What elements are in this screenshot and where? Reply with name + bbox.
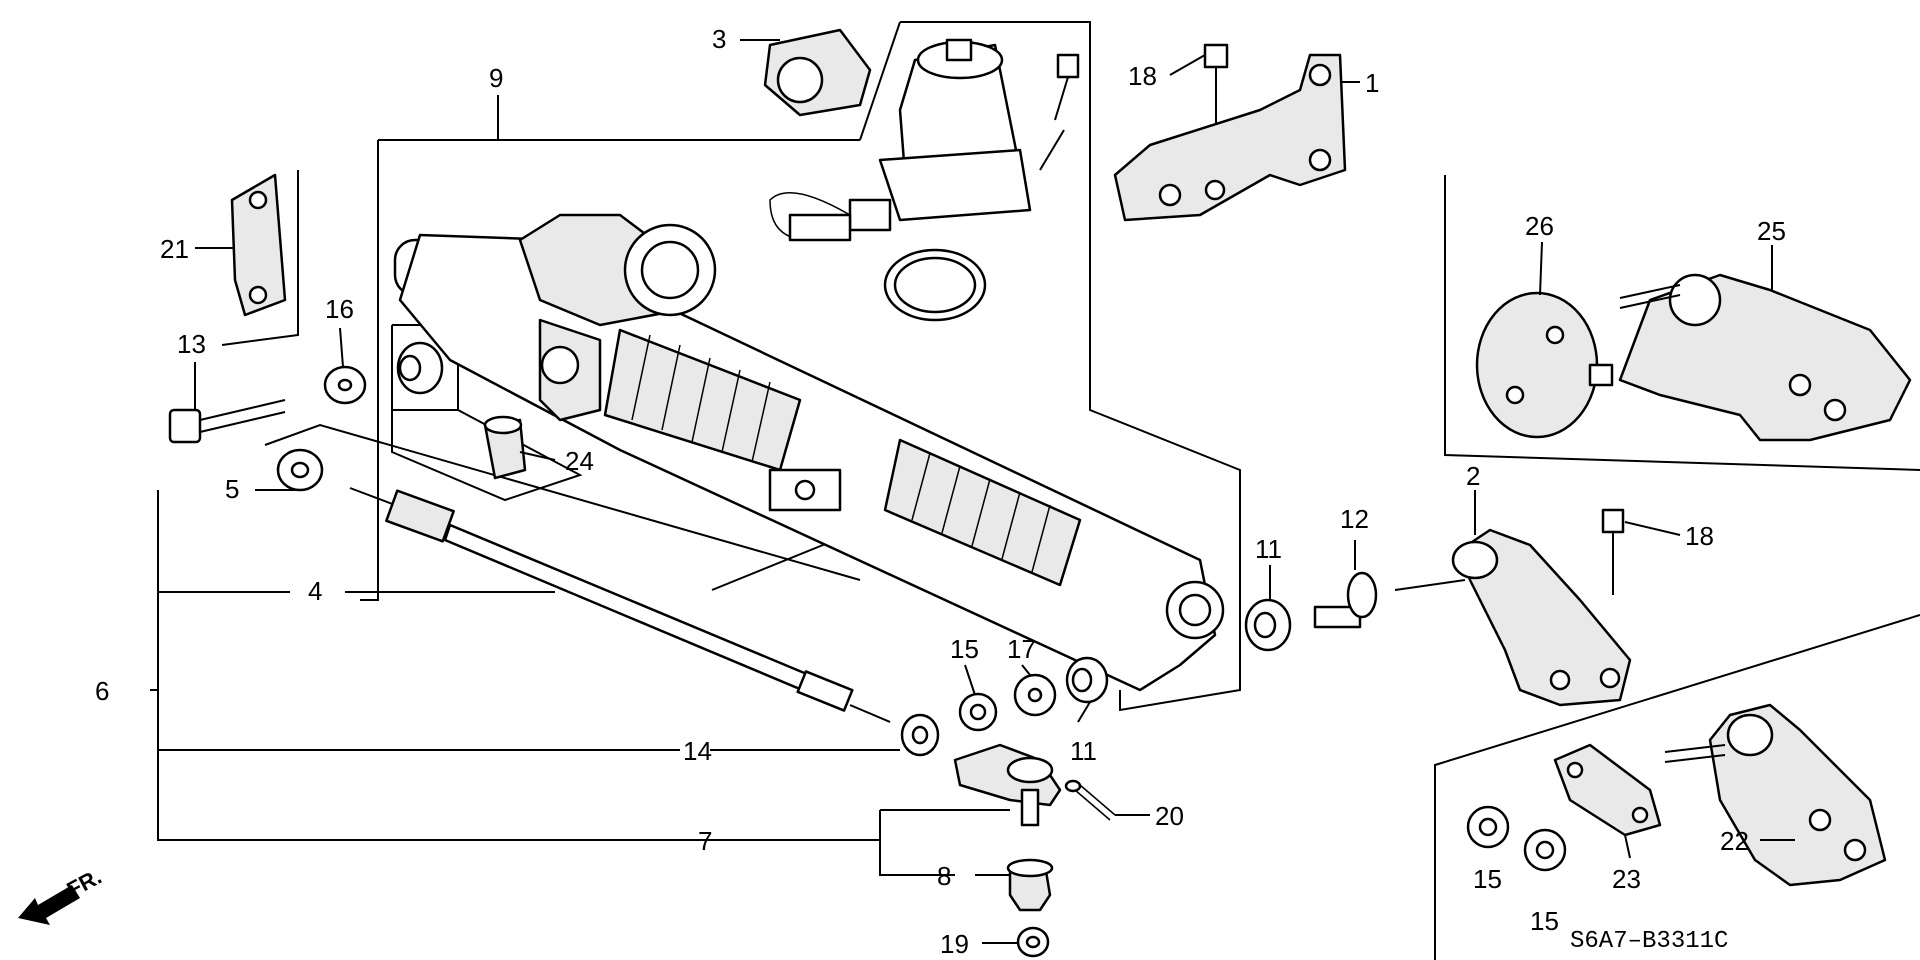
bracket-2 (1394, 528, 1632, 707)
callout-20: 20 (1155, 801, 1184, 831)
bolt-18-top (1203, 43, 1229, 125)
callout-1: 1 (1365, 68, 1379, 98)
callout-18-right: 18 (1685, 521, 1714, 551)
callout-26: 26 (1525, 211, 1554, 241)
nut-5 (276, 448, 324, 492)
callout-15-right-b: 15 (1530, 906, 1559, 936)
bracket-21 (230, 173, 287, 317)
tie-rod-bracket-lines (157, 423, 1010, 876)
callout-19: 19 (940, 929, 969, 959)
forward-arrow-icon (18, 885, 80, 925)
callout-7: 7 (698, 826, 712, 856)
bracket-22 (1664, 703, 1887, 887)
callout-5: 5 (225, 474, 239, 504)
motor-bolt (1039, 53, 1080, 171)
callout-16: 16 (325, 294, 354, 324)
callout-11-center: 11 (1070, 736, 1097, 766)
washer-16 (323, 365, 367, 405)
leader-lines (150, 39, 1795, 944)
bushing-11-right (1244, 598, 1292, 652)
callout-24: 24 (565, 446, 594, 476)
bracket-1 (1113, 53, 1347, 222)
locknut-14 (900, 713, 940, 757)
callout-9: 9 (489, 63, 503, 93)
plate-23 (1553, 743, 1662, 837)
motor-cover-3 (763, 28, 872, 117)
callout-21: 21 (160, 234, 189, 264)
bracket-25 (1588, 273, 1912, 442)
bracket-outline-21 (221, 170, 299, 346)
rack-boot-right (883, 438, 1082, 587)
callout-4: 4 (308, 576, 322, 606)
callout-12: 12 (1340, 504, 1369, 534)
bolt-13 (168, 399, 286, 444)
nut-15-right-b (1523, 828, 1567, 872)
callout-3: 3 (712, 24, 726, 54)
electric-motor (769, 38, 1032, 242)
cotter-pin-20 (1064, 779, 1116, 821)
callout-2: 2 (1466, 461, 1480, 491)
o-ring (883, 248, 987, 322)
drawing-code: S6A7–B3311C (1570, 928, 1728, 955)
bushing-24-kit (396, 341, 527, 480)
bushing-11-center (1065, 656, 1109, 704)
callout-15-center: 15 (950, 634, 979, 664)
tie-rod-4 (349, 487, 891, 723)
callout-15-right-a: 15 (1473, 864, 1502, 894)
callout-25: 25 (1757, 216, 1786, 246)
nut-15-right-a (1466, 805, 1510, 849)
steering-rack-housing (393, 213, 1217, 692)
callout-11-right: 11 (1255, 534, 1282, 564)
callout-13: 13 (177, 329, 206, 359)
callout-14: 14 (683, 736, 712, 766)
callout-18-top: 18 (1128, 61, 1157, 91)
plate-26 (1475, 291, 1599, 439)
bracket-outline-25-26 (1444, 175, 1920, 471)
forward-direction-indicator: FR. (18, 864, 106, 925)
callout-8: 8 (937, 861, 951, 891)
nut-15-center (958, 692, 998, 732)
nut-19 (1016, 926, 1050, 958)
washer-17 (1013, 673, 1057, 717)
callout-6: 6 (95, 676, 109, 706)
tie-rod-end-7 (953, 743, 1062, 827)
callout-17: 17 (1007, 634, 1036, 664)
bracket-outline-22-23 (1434, 614, 1920, 960)
collar-12 (1313, 571, 1378, 629)
callout-23: 23 (1612, 864, 1641, 894)
callout-labels: 1 2 3 4 5 6 7 8 9 11 11 12 13 14 15 15 1… (95, 24, 1786, 959)
callout-22: 22 (1720, 826, 1749, 856)
bolt-18-right (1601, 508, 1625, 595)
rack-end-mount (768, 468, 1225, 640)
assembly-outline-9 (360, 21, 1241, 712)
boot-8 (1006, 858, 1054, 912)
